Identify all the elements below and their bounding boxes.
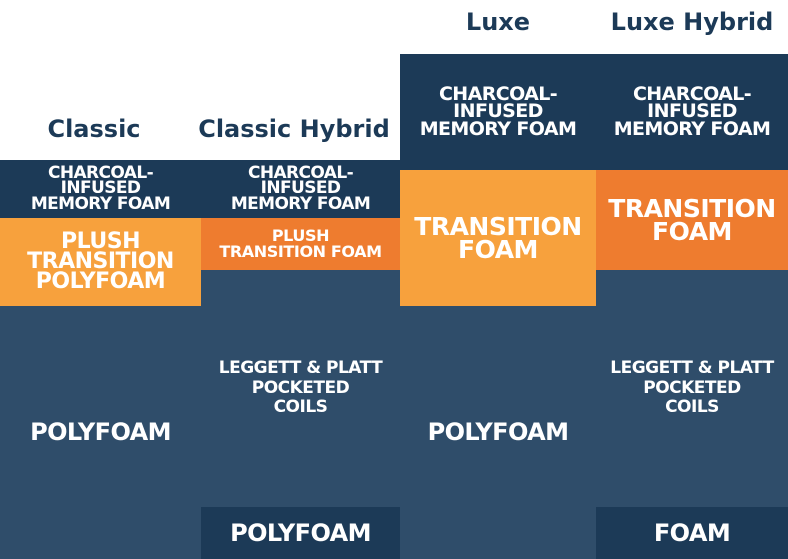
layer-text-line: TRANSITION bbox=[27, 248, 174, 274]
layer-text-line: COILS bbox=[665, 397, 719, 418]
classic-transition-layer: PLUSH TRANSITION POLYFOAM bbox=[0, 218, 201, 306]
layer-text-line: INFUSED bbox=[453, 100, 543, 123]
column-luxe: CHARCOAL- INFUSED MEMORY FOAM TRANSITION… bbox=[400, 54, 596, 559]
luxe-hybrid-transition-layer: TRANSITION FOAM bbox=[596, 170, 788, 270]
layer-text-line: POLYFOAM bbox=[30, 418, 171, 447]
layer-text-line: FOAM bbox=[652, 217, 732, 246]
layer-text-line: INFUSED bbox=[260, 178, 341, 199]
layer-text-line: MEMORY FOAM bbox=[613, 117, 771, 140]
layer-text-line: POCKETED bbox=[643, 377, 741, 398]
layer-text-line: TRANSITION bbox=[414, 212, 582, 241]
layer-text-line: CHARCOAL- bbox=[632, 82, 752, 105]
layer-text-line: CHARCOAL- bbox=[247, 162, 354, 183]
luxe-hybrid-memory-foam-layer: CHARCOAL- INFUSED MEMORY FOAM bbox=[596, 54, 788, 170]
column-classic: CHARCOAL- INFUSED MEMORY FOAM PLUSH TRAN… bbox=[0, 160, 201, 559]
column-luxe-hybrid: CHARCOAL- INFUSED MEMORY FOAM TRANSITION… bbox=[596, 54, 788, 559]
luxe-hybrid-coil-layer: LEGGETT & PLATT POCKETED COILS bbox=[596, 270, 788, 507]
title-luxe-hybrid: Luxe Hybrid bbox=[610, 8, 774, 36]
layer-text-line: CHARCOAL- bbox=[438, 82, 558, 105]
classic-memory-foam-layer: CHARCOAL- INFUSED MEMORY FOAM bbox=[0, 160, 201, 218]
luxe-memory-foam-layer: CHARCOAL- INFUSED MEMORY FOAM bbox=[400, 54, 596, 170]
layer-text-line: PLUSH bbox=[61, 228, 140, 254]
layer-text-line: LEGGETT & PLATT bbox=[610, 358, 774, 379]
layer-text-line: POLYFOAM bbox=[427, 418, 569, 447]
luxe-base-layer: POLYFOAM bbox=[400, 306, 596, 559]
luxe-transition-layer: TRANSITION FOAM bbox=[400, 170, 596, 306]
column-classic-hybrid: CHARCOAL- INFUSED MEMORY FOAM PLUSH TRAN… bbox=[201, 160, 400, 559]
layer-text-line: POCKETED bbox=[251, 377, 350, 398]
title-classic: Classic bbox=[47, 115, 141, 143]
classic-hybrid-coil-layer: LEGGETT & PLATT POCKETED COILS bbox=[201, 270, 400, 507]
classic-hybrid-transition-layer: PLUSH TRANSITION FOAM bbox=[201, 218, 400, 270]
classic-hybrid-base-layer: POLYFOAM bbox=[201, 507, 400, 559]
layer-text-line: MEMORY FOAM bbox=[30, 193, 171, 214]
layer-text-line: COILS bbox=[273, 397, 328, 418]
layer-text-line: LEGGETT & PLATT bbox=[218, 358, 383, 379]
layer-text-line: MEMORY FOAM bbox=[419, 117, 577, 140]
layer-text-line: PLUSH bbox=[271, 226, 330, 245]
layer-text-line: POLYFOAM bbox=[230, 518, 371, 547]
title-classic-hybrid: Classic Hybrid bbox=[198, 115, 390, 143]
layer-text-line: CHARCOAL- bbox=[47, 162, 154, 183]
layer-text-line: POLYFOAM bbox=[35, 269, 166, 295]
layer-text-line: FOAM bbox=[653, 518, 731, 547]
layer-text-line: FOAM bbox=[458, 235, 538, 264]
layer-text-line: INFUSED bbox=[647, 100, 737, 123]
luxe-hybrid-base-layer: FOAM bbox=[596, 507, 788, 559]
title-luxe: Luxe bbox=[465, 8, 531, 36]
classic-hybrid-memory-foam-layer: CHARCOAL- INFUSED MEMORY FOAM bbox=[201, 160, 400, 218]
classic-base-layer: POLYFOAM bbox=[0, 306, 201, 559]
layer-text-line: INFUSED bbox=[60, 178, 141, 199]
layer-text-line: MEMORY FOAM bbox=[230, 193, 371, 214]
layer-text-line: TRANSITION bbox=[608, 194, 776, 223]
layer-text-line: TRANSITION FOAM bbox=[219, 242, 382, 261]
